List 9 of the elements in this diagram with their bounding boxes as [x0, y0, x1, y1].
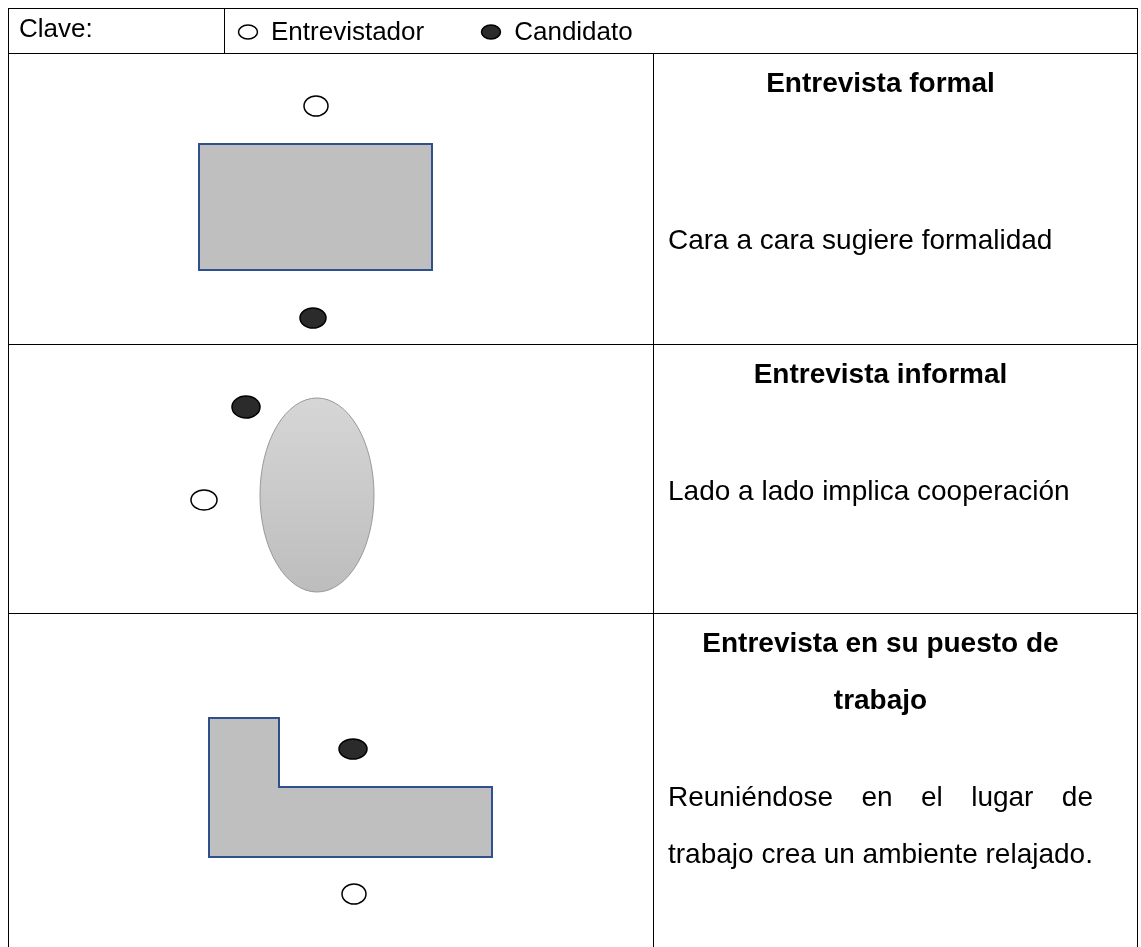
row-description: Cara a cara sugiere formalidad [668, 223, 1054, 257]
key-label: Clave: [19, 13, 93, 43]
legend-text: Candidato [514, 15, 633, 47]
row-heading: Entrevista en su puesto de trabajo [701, 626, 1060, 717]
row-description: Lado a lado implica cooperación [668, 474, 1071, 508]
row-description: Reuniéndose en el lugar de trabajo crea un ambiente relajado. [668, 780, 1093, 871]
row-heading: Entrevista informal [752, 357, 1009, 391]
legend-text: Entrevistador [271, 15, 425, 47]
row-heading: Entrevista formal [765, 66, 996, 100]
